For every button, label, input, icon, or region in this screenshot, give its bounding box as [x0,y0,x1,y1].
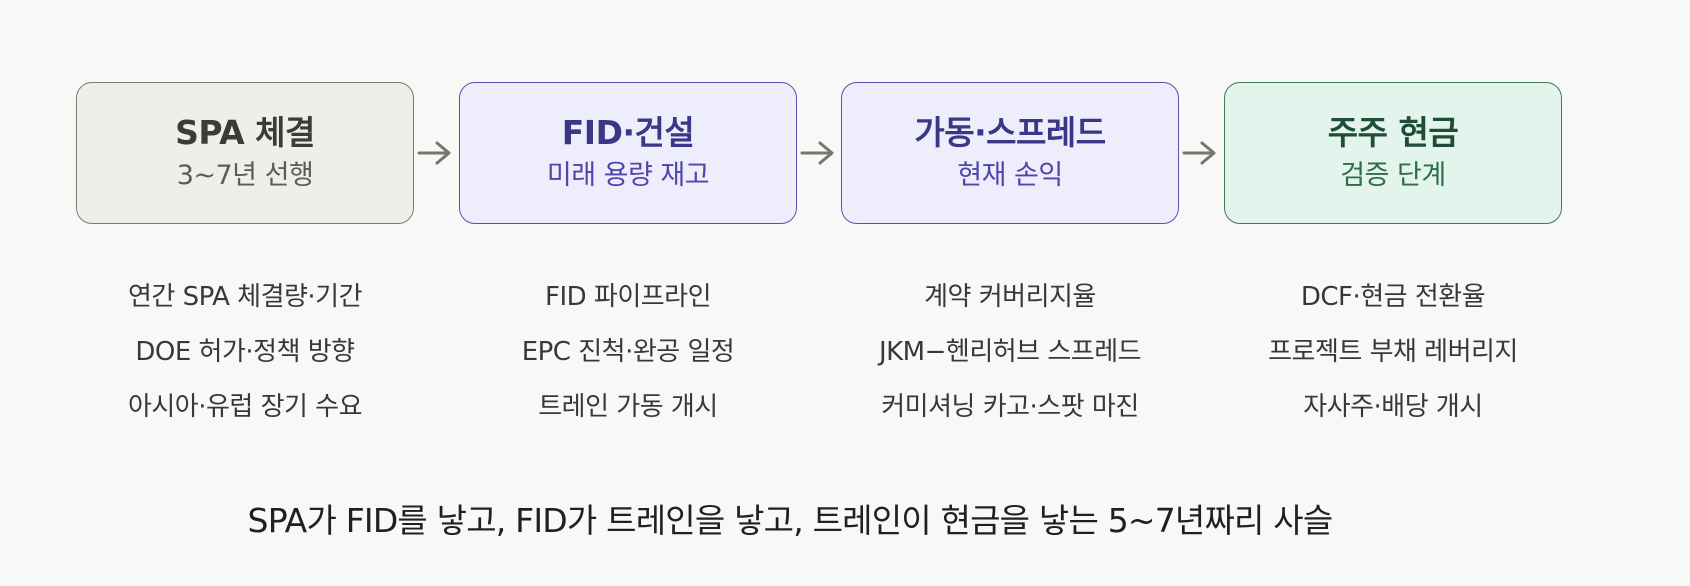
arrow-right-icon [1182,141,1216,165]
stage-subtitle: 검증 단계 [1340,160,1446,192]
metric-item: FID 파이프라인 [544,282,712,312]
arrow-right-icon [417,141,451,165]
metric-item: 커미셔닝 카고·스팟 마진 [881,392,1139,422]
metric-item: 자사주·배당 개시 [1303,392,1483,422]
metric-item: 연간 SPA 체결량·기간 [127,282,363,312]
stage-title: 가동·스프레드 [914,112,1106,152]
stage-spa-box: SPA 체결 3~7년 선행 [76,82,414,224]
stage-subtitle: 3~7년 선행 [176,160,314,192]
stage-operation-box: 가동·스프레드 현재 손익 [841,82,1179,224]
metric-list-fid: FID 파이프라인 EPC 진척·완공 일정 트레인 가동 개시 [459,270,797,435]
metric-item: DOE 허가·정책 방향 [135,337,355,367]
metric-item: 트레인 가동 개시 [538,392,718,422]
arrow-right-icon [800,141,834,165]
diagram-caption: SPA가 FID를 낳고, FID가 트레인을 낳고, 트레인이 현금을 낳는 … [247,501,1334,540]
stage-title: SPA 체결 [175,112,315,152]
stage-subtitle: 현재 손익 [957,160,1063,192]
metric-list-spa: 연간 SPA 체결량·기간 DOE 허가·정책 방향 아시아·유럽 장기 수요 [76,270,414,435]
metric-item: JKM−헨리허브 스프레드 [878,337,1142,367]
stage-title: FID·건설 [561,112,695,152]
metric-item: DCF·현금 전환율 [1300,282,1486,312]
metric-item: 아시아·유럽 장기 수요 [127,392,363,422]
stage-title: 주주 현금 [1327,112,1459,152]
metric-item: 계약 커버리지율 [924,282,1096,312]
stage-cash-box: 주주 현금 검증 단계 [1224,82,1562,224]
metric-item: EPC 진척·완공 일정 [521,337,735,367]
metric-list-operation: 계약 커버리지율 JKM−헨리허브 스프레드 커미셔닝 카고·스팟 마진 [841,270,1179,435]
metric-item: 프로젝트 부채 레버리지 [1268,337,1518,367]
stage-subtitle: 미래 용량 재고 [546,160,710,192]
stage-fid-box: FID·건설 미래 용량 재고 [459,82,797,224]
metric-list-cash: DCF·현금 전환율 프로젝트 부채 레버리지 자사주·배당 개시 [1224,270,1562,435]
